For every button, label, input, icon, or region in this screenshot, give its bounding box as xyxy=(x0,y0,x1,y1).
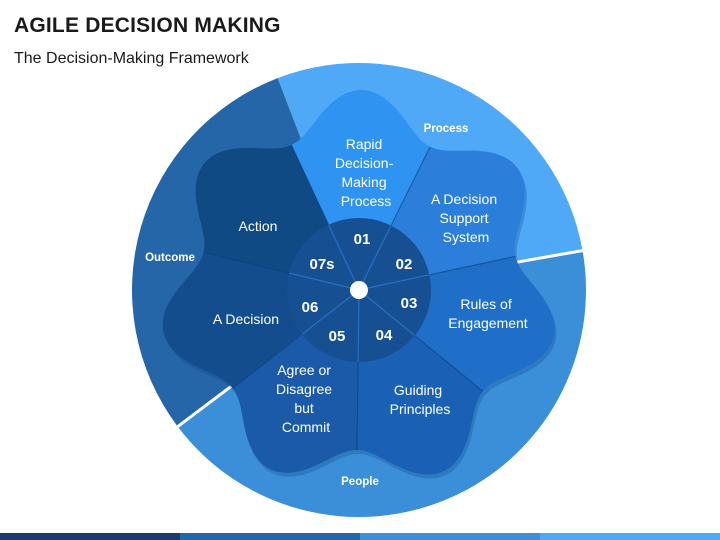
item-number-03: 03 xyxy=(401,295,418,312)
hub-dividers xyxy=(288,224,430,362)
page-title: AGILE DECISION MAKING xyxy=(14,14,281,37)
item-label-07: Action xyxy=(239,218,278,234)
hub-divider-line xyxy=(357,289,360,362)
petal-divider-line xyxy=(203,251,290,274)
item-number-04: 04 xyxy=(376,327,393,344)
petal-wedge-04 xyxy=(355,290,555,475)
petal-divider-line xyxy=(414,335,484,392)
petal-divider-line xyxy=(356,361,359,450)
item-number-06: 06 xyxy=(302,299,319,316)
bottom-color-bar xyxy=(0,533,720,540)
bottom-bar-segment xyxy=(540,533,720,540)
item-label-04: Guiding Principles xyxy=(390,382,451,417)
group-label-process: Process xyxy=(424,123,469,135)
hub-divider-line xyxy=(358,225,392,291)
bottom-bar-segment xyxy=(180,533,360,540)
bottom-bar-segment xyxy=(0,533,180,540)
petal-wedge-05 xyxy=(162,290,359,475)
petal-divider-line xyxy=(232,333,303,389)
hub-divider-line xyxy=(288,272,360,291)
item-number-01: 01 xyxy=(354,231,371,248)
hub-divider-line xyxy=(358,274,430,291)
item-number-07: 07s xyxy=(309,256,334,273)
group-label-people: People xyxy=(341,476,379,488)
item-number-05: 05 xyxy=(329,328,346,345)
page-subtitle: The Decision-Making Framework xyxy=(14,50,249,67)
bottom-bar-segment xyxy=(360,533,540,540)
item-label-06: A Decision xyxy=(213,311,279,327)
item-label-03: Rules of Engagement xyxy=(448,296,528,331)
petal-dividers xyxy=(203,144,516,450)
hub-divider-line xyxy=(328,224,360,291)
hub-divider-line xyxy=(301,289,360,335)
item-label-02: A Decision Support System xyxy=(431,191,501,245)
center-dot xyxy=(350,281,368,299)
item-label-01: Rapid Decision- Making Process xyxy=(335,136,397,209)
petal-divider-line xyxy=(429,255,516,276)
item-number-02: 02 xyxy=(396,256,413,273)
petal-divider-line xyxy=(390,146,431,226)
item-label-05: Agree or Disagree but Commit xyxy=(276,362,336,435)
petal-divider-line xyxy=(290,144,330,226)
hub-divider-line xyxy=(358,289,416,337)
group-label-outcome: Outcome xyxy=(145,252,195,264)
